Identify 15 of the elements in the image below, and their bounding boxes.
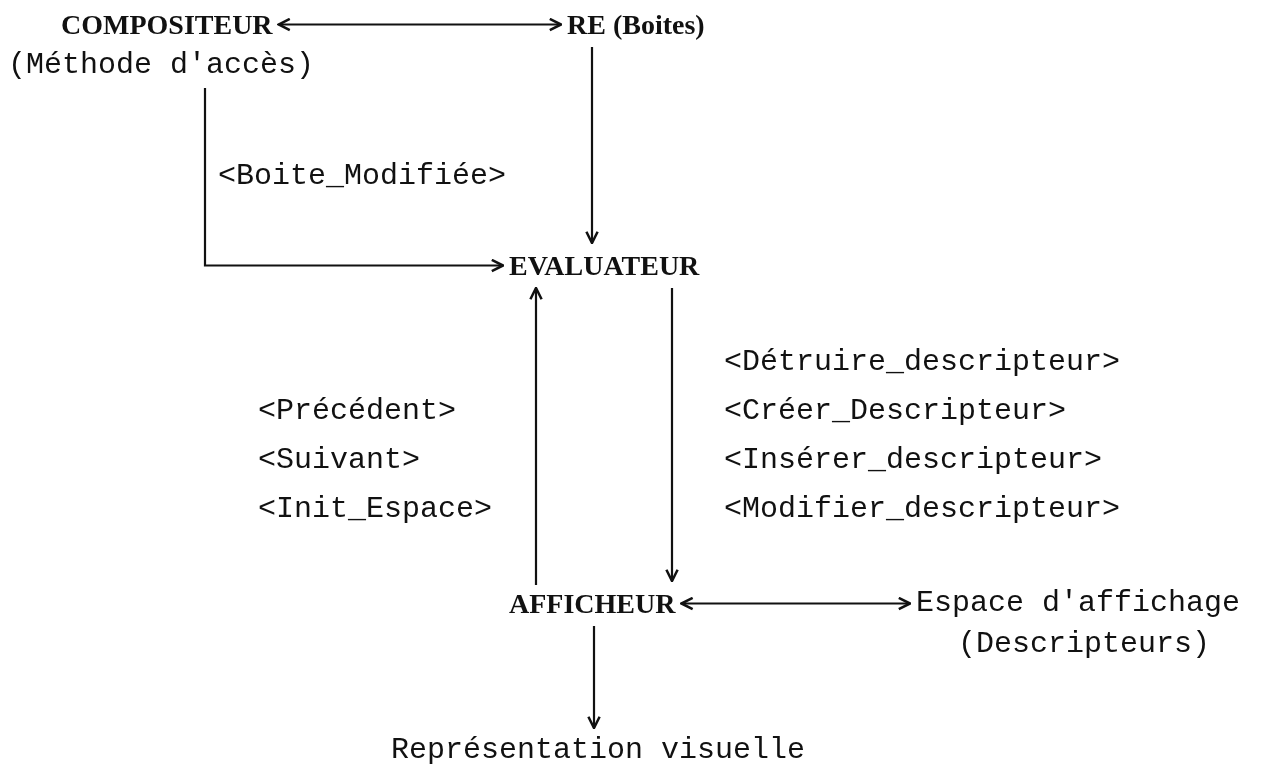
node-label: AFFICHEUR (509, 587, 676, 621)
node-caption: (Descripteurs) (958, 626, 1211, 663)
arrow (665, 288, 679, 583)
arrow (203, 88, 505, 273)
arrow (587, 626, 601, 730)
node-caption: (Méthode d'accès) (8, 47, 315, 84)
arrow (680, 596, 912, 611)
arrow (529, 286, 543, 585)
node-label: Représentation visuelle (391, 732, 806, 764)
node-label: RE (Boites) (567, 8, 705, 42)
node-label: COMPOSITEUR (61, 8, 273, 42)
node-label: EVALUATEUR (509, 249, 700, 283)
arrow (585, 47, 599, 245)
node-label: Espace d'affichage (916, 585, 1241, 622)
arrow (277, 17, 563, 32)
